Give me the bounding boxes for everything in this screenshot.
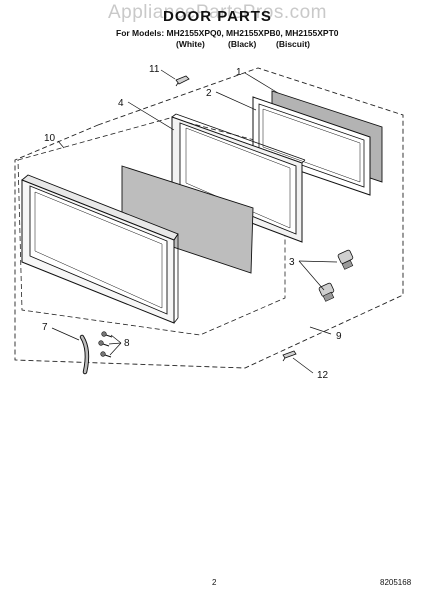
page-number: 2 — [212, 578, 217, 587]
part-7-handle — [79, 334, 90, 375]
part-10-outer-door — [21, 174, 179, 324]
callout-3: 3 — [289, 257, 295, 268]
callout-11: 11 — [149, 64, 160, 75]
part-8-screws — [98, 331, 113, 358]
color-white: (White) — [176, 39, 205, 49]
callout-8: 8 — [124, 338, 130, 349]
color-biscuit: (Biscuit) — [276, 39, 310, 49]
assembly-outline — [14, 67, 404, 369]
callout-10: 10 — [44, 133, 56, 144]
part-10-window-glass — [121, 165, 254, 274]
callout-1: 1 — [236, 67, 242, 78]
callout-2: 2 — [206, 88, 212, 99]
page-title: DOOR PARTS — [163, 8, 272, 25]
color-black: (Black) — [228, 39, 257, 49]
callout-12: 12 — [317, 370, 329, 381]
part-12-bracket — [282, 350, 297, 362]
part-2-gasket-frame — [252, 96, 371, 196]
part-4-inner-frame — [171, 113, 306, 243]
models-line: For Models: MH2155XPQ0, MH2155XPB0, MH21… — [116, 28, 339, 38]
leader-lines — [51, 69, 338, 374]
callout-9: 9 — [336, 331, 342, 342]
part-3-latch-upper — [337, 249, 354, 270]
callout-7: 7 — [42, 322, 48, 333]
door-group-outline — [17, 117, 286, 336]
callout-4: 4 — [118, 98, 124, 109]
watermark: AppliancePartsPros.com — [107, 2, 328, 23]
document-number: 8205168 — [380, 578, 412, 587]
part-11-clip — [175, 75, 190, 87]
part-3-latch-lower — [318, 282, 335, 302]
